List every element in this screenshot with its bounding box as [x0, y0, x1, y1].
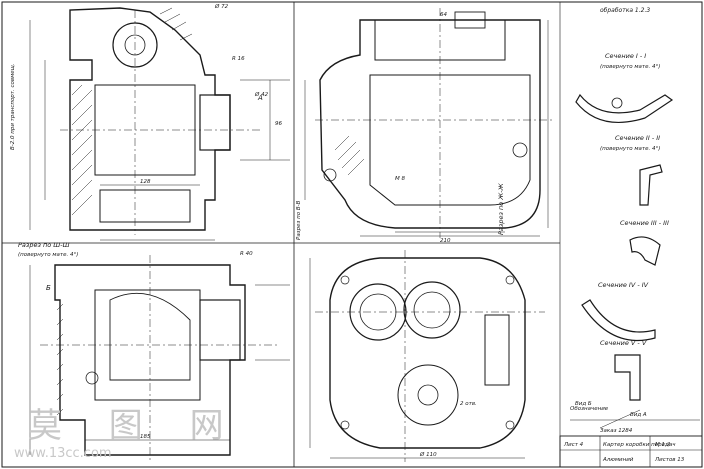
dim-7: 185 [140, 434, 151, 440]
view-b-label: Вид Б [575, 401, 592, 407]
watermark-url: www.13cc.com [14, 446, 112, 461]
title-block-scale: М 1:2 [655, 442, 671, 448]
top-center-housing-view [304, 8, 555, 238]
order-number: Заказ 1284 [600, 428, 633, 434]
dim-1: Ø 72 [214, 3, 229, 10]
dim-12: 64 [440, 12, 447, 18]
section-label-1-sub: (повернуто мате. 4°) [600, 64, 660, 70]
section-label-4: Сечение IV - IV [598, 281, 649, 289]
dim-14: Б [46, 284, 51, 292]
dim-8: 210 [440, 238, 451, 244]
dim-3: 128 [140, 179, 151, 185]
section-label-left-mid-sub: (повернуто мате. 4°) [18, 252, 78, 258]
mark-label: Обозначение [570, 406, 609, 412]
top-right-corner-note: обработка 1.2.3 [600, 7, 650, 14]
vertical-left-note: В-2.0 при транспорт. совмещ. [10, 63, 16, 150]
dim-9: Ø 110 [419, 451, 437, 458]
section-label-left-mid: Разрез по Ш-Ш [18, 241, 70, 249]
dim-11: 2 отв. [460, 401, 477, 407]
title-block [559, 435, 703, 468]
section-label-3: Сечение III - III [620, 219, 669, 227]
bottom-center-face-view [309, 250, 545, 462]
dim-10: M 8 [395, 176, 405, 182]
section-label-2: Сечение II - II [615, 134, 660, 142]
title-block-sheet: Лист 4 [563, 442, 584, 448]
bottom-left-section-view [29, 255, 290, 460]
title-block-material: Алюминий [602, 457, 634, 463]
vertical-center-note: Разрез по В-В [296, 200, 302, 240]
dim-13: A [257, 94, 263, 102]
dim-4: 96 [275, 121, 282, 127]
view-a-label: Вид А [630, 412, 647, 418]
dim-6: R 40 [240, 251, 253, 257]
section-label-2-sub: (повернуто мате. 4°) [600, 146, 660, 152]
section-label-1: Сечение I - I [605, 52, 646, 60]
title-block-sheets: Листов 13 [654, 457, 685, 463]
top-left-section-view [29, 7, 290, 241]
dim-5: Ø 42 [254, 91, 269, 98]
right-column-sections [570, 93, 700, 429]
section-label-center-mid: Разрез по Ж-Ж [497, 182, 505, 235]
watermark-text: 莫 图 网 [28, 406, 242, 446]
section-label-5: Сечение V - V [600, 339, 647, 347]
title-block-name: Картер коробки передач [603, 442, 676, 448]
dim-2: R 16 [232, 56, 245, 62]
